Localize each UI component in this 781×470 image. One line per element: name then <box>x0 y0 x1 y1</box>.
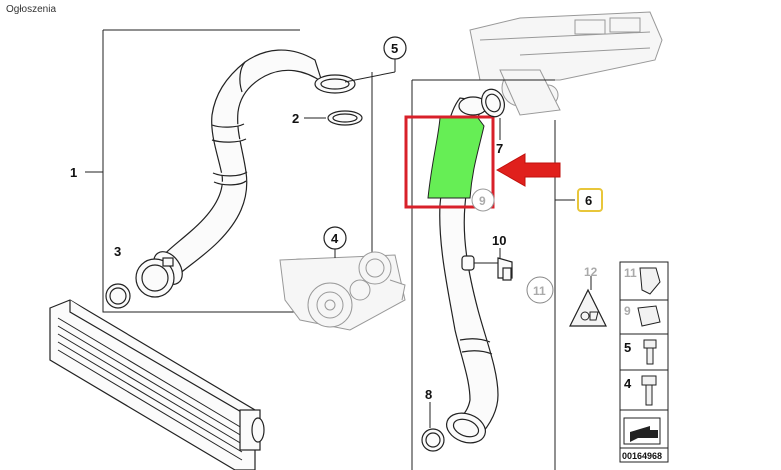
legend-num-11: 11 <box>624 266 637 280</box>
o-ring-8-inner <box>425 432 441 448</box>
hose-clamp-3 <box>135 257 175 298</box>
intercooler-drawing <box>49 299 265 470</box>
warning-label-12 <box>569 276 607 327</box>
legend-num-9: 9 <box>624 304 631 318</box>
callout-6-badge <box>577 188 603 212</box>
legend-column <box>619 261 669 463</box>
engine-block-drawing <box>469 11 663 116</box>
callout-9: 9 <box>479 194 486 208</box>
callout-4: 4 <box>331 231 339 246</box>
o-ring-2-inner <box>332 113 358 123</box>
o-ring-3-inner <box>109 287 127 305</box>
legend-num-5: 5 <box>624 340 631 355</box>
callout-circle-11 <box>526 276 554 304</box>
highlighted-hose-section <box>427 117 485 199</box>
callout-5: 5 <box>391 41 398 56</box>
o-ring-7-inner <box>485 93 501 113</box>
highlight-frame <box>404 115 495 209</box>
intercooler-hose-1 <box>153 49 356 285</box>
callout-6: 6 <box>585 193 592 208</box>
callout-2: 2 <box>292 111 299 126</box>
ad-label: Ogłoszenia <box>6 4 57 15</box>
callout-7: 7 <box>496 141 503 156</box>
callout-3: 3 <box>114 244 121 259</box>
callout-circle-9 <box>471 188 495 212</box>
frame-group-1 <box>85 29 373 313</box>
callout-10: 10 <box>492 233 506 248</box>
red-pointer-arrow <box>495 153 561 187</box>
legend-code: 00164968 <box>622 451 662 461</box>
callout-11: 11 <box>533 284 546 298</box>
frame-group-6 <box>411 79 575 470</box>
sensor-10 <box>461 248 513 281</box>
legend-num-4: 4 <box>624 376 632 391</box>
callout-12: 12 <box>584 265 598 279</box>
callout-1: 1 <box>70 165 77 180</box>
callout-8: 8 <box>425 387 432 402</box>
turbocharger-drawing <box>279 251 406 331</box>
